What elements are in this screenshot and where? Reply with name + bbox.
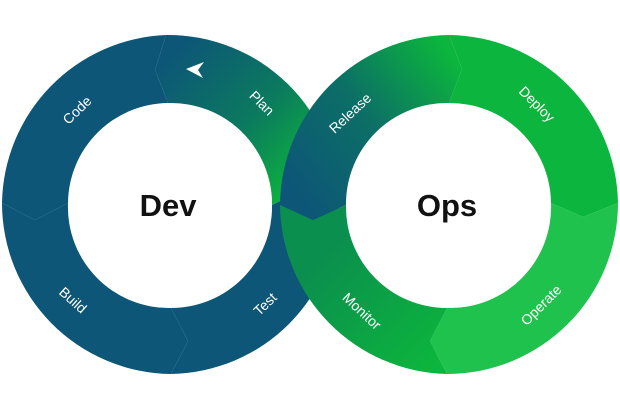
segment-monitor: [280, 205, 447, 374]
ops-center: [347, 104, 549, 306]
ops-ring: [280, 35, 618, 374]
arrowhead-icon: [186, 62, 204, 78]
segment-deploy: [449, 35, 618, 217]
dev-label: Dev: [140, 188, 198, 223]
segment-operate: [430, 203, 618, 374]
dev-center: [70, 104, 272, 306]
segment-release: [280, 35, 462, 220]
segment-code: [2, 35, 168, 220]
segment-build: [1, 203, 188, 374]
ops-label: Ops: [417, 188, 477, 223]
